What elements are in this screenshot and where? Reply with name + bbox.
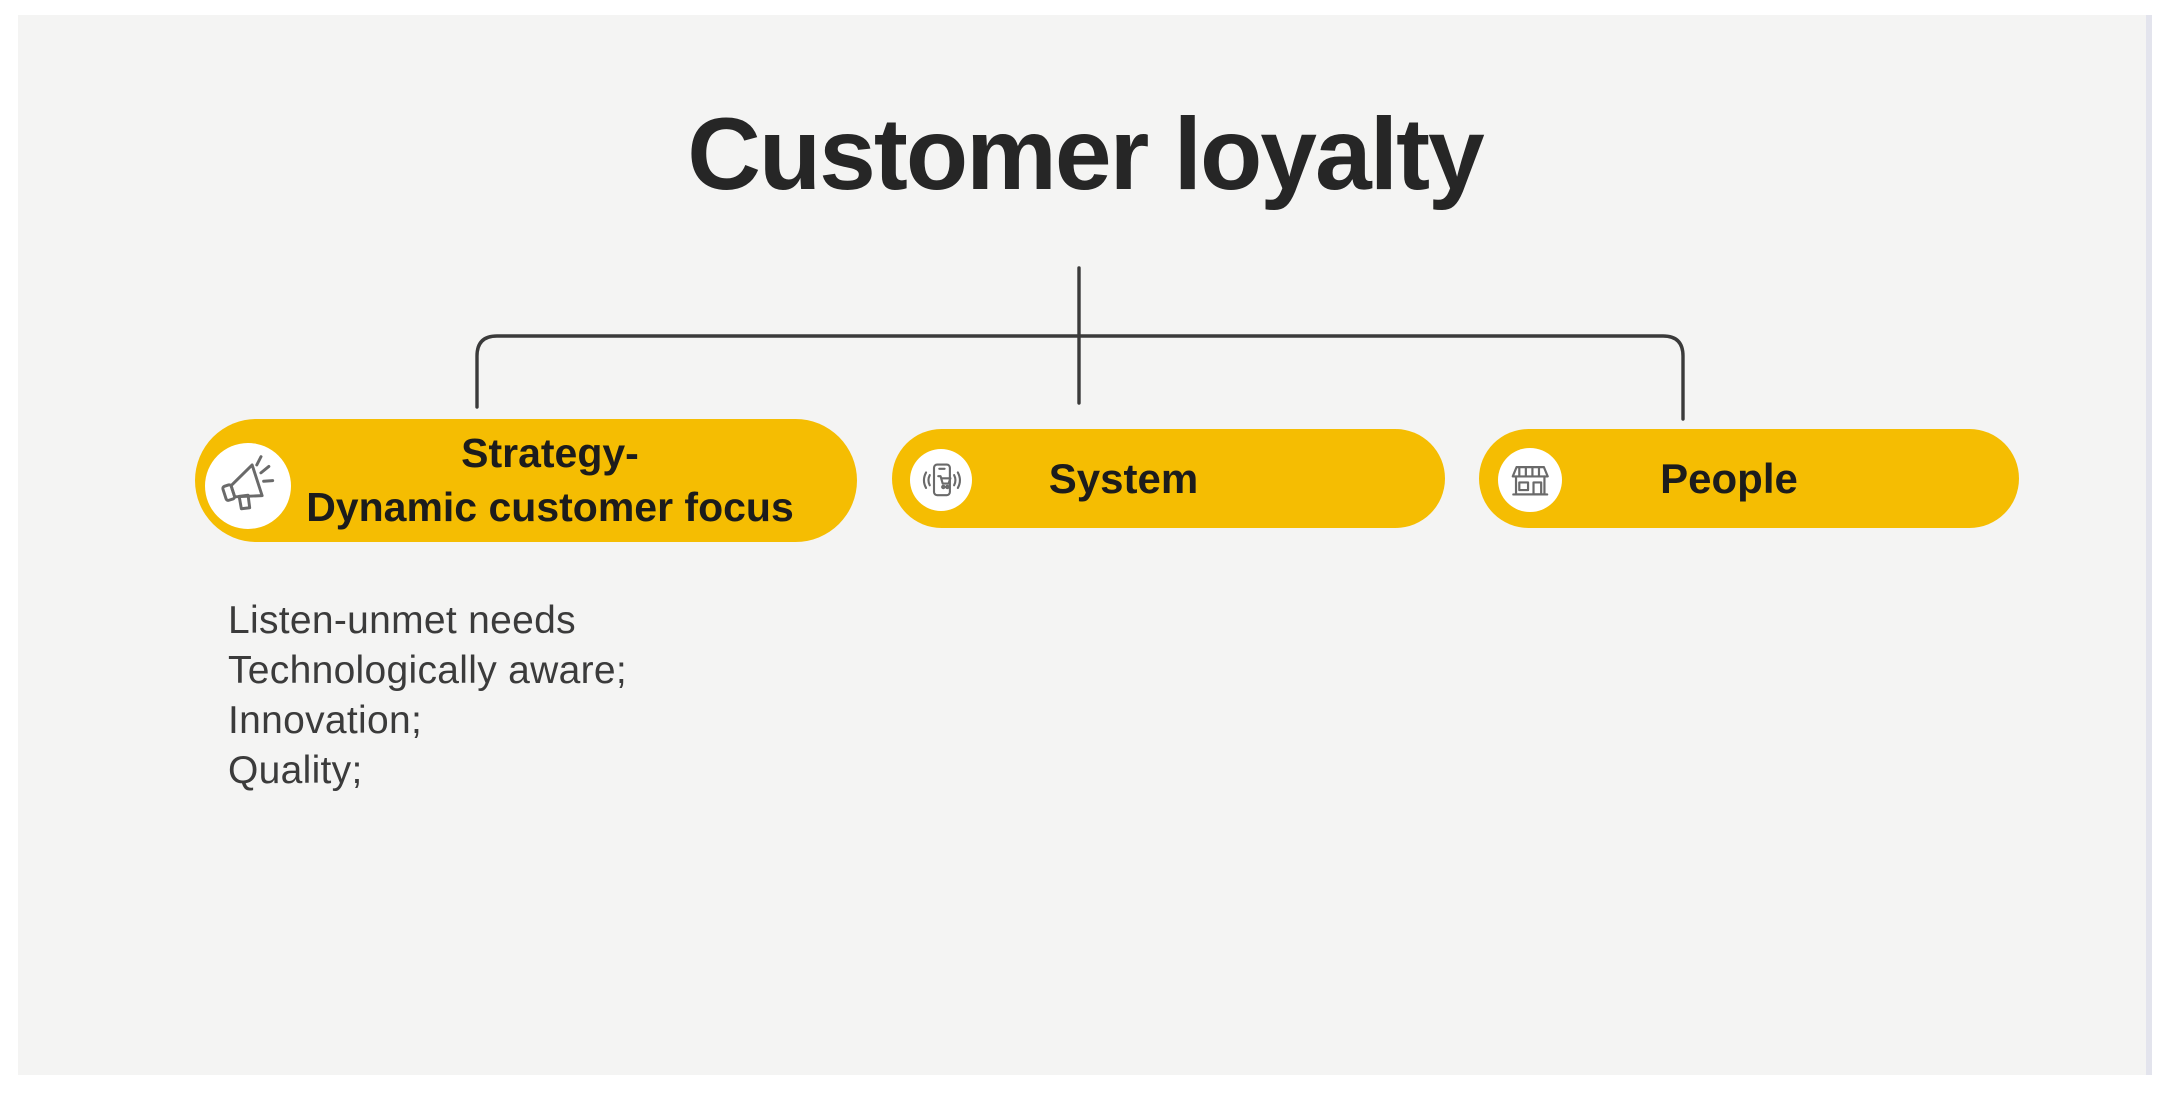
megaphone-icon [205, 443, 291, 529]
storefront-icon [1498, 448, 1562, 512]
node-strategy-label: Strategy- Dynamic customer focus [306, 427, 794, 534]
node-system-label: System [1048, 454, 1199, 502]
node-people: People [1479, 429, 2019, 528]
detail-item: Listen-unmet needs [228, 599, 576, 642]
node-strategy: Strategy- Dynamic customer focus [195, 419, 857, 542]
node-people-label: People [1660, 454, 1798, 502]
page-edge-strip [2146, 15, 2152, 1075]
strategy-detail-list: Listen-unmet needs Technologically aware… [228, 596, 627, 796]
node-strategy-label-line2: Dynamic customer focus [306, 483, 794, 530]
mobile-shopping-icon [910, 449, 972, 511]
page-title: Customer loyalty [687, 97, 1485, 211]
slide-background [18, 15, 2146, 1075]
node-system: System [892, 429, 1445, 528]
node-strategy-label-line1: Strategy- [461, 430, 639, 477]
detail-item: Innovation; [228, 699, 423, 742]
detail-item: Technologically aware; [228, 649, 627, 692]
detail-item: Quality; [228, 749, 363, 792]
